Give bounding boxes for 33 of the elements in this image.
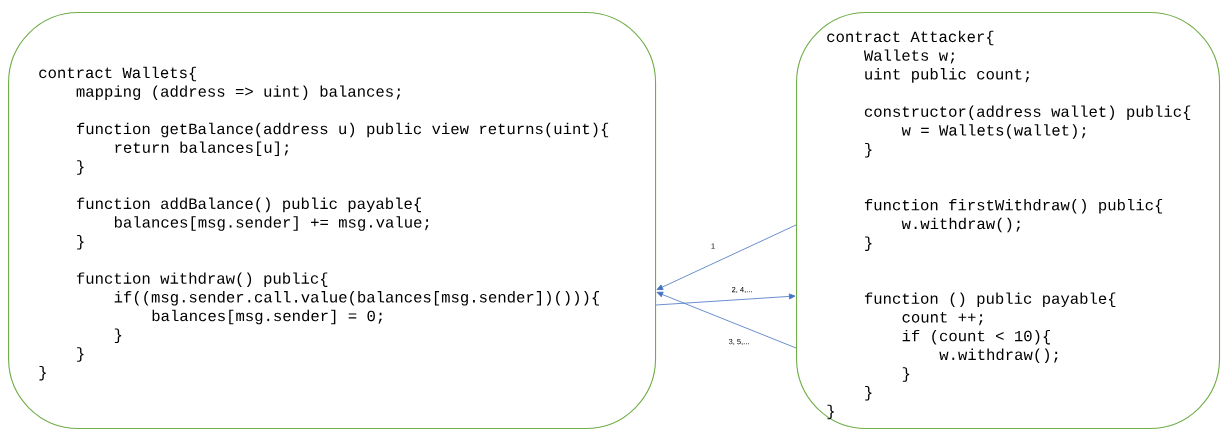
code-line: } [827, 404, 834, 420]
code-line: w = Wallets(wallet); [901, 124, 1086, 139]
code-line: mapping (address => uint) balances; [76, 85, 401, 100]
code-line: contract Attacker{ [827, 30, 994, 46]
code-line: balances[msg.sender] = 0; [152, 309, 382, 325]
code-line: function withdraw() public{ [76, 272, 328, 287]
code-line: count ++; [902, 312, 983, 326]
code-line: constructor(address wallet) public{ [864, 105, 1191, 121]
code-line: } [114, 328, 122, 343]
code-line: uint public count; [865, 68, 1029, 83]
code-line: Wallets w; [863, 49, 955, 64]
code-line: function getBalance(address u) public view returns(uint){ [76, 122, 609, 138]
code-line: function firstWithdraw() public{ [864, 199, 1163, 214]
code-line: function addBalance() public payable{ [76, 197, 421, 213]
arrow [655, 293, 796, 306]
code-line: if (count < 10){ [902, 329, 1051, 345]
code-line: } [865, 236, 872, 251]
code-line: } [865, 142, 872, 158]
code-line: } [865, 386, 872, 401]
arrow [656, 291, 797, 349]
code-line: w.withdraw(); [901, 217, 1020, 233]
code-line: } [902, 367, 910, 382]
code-line: contract Wallets{ [39, 66, 197, 82]
code-line: return balances[u]; [115, 141, 289, 157]
code-line: } [77, 235, 84, 250]
arrow [656, 224, 797, 290]
code-line: } [77, 347, 84, 362]
code-line: if((msg.sender.call.value(balances[msg.sender])())){ [114, 291, 599, 306]
code-line: } [39, 365, 46, 381]
code-line: function () public payable{ [864, 292, 1116, 307]
code-line: balances[msg.sender] += msg.value; [114, 216, 429, 231]
code-line: } [77, 160, 84, 175]
code-line: w.withdraw(); [939, 348, 1058, 364]
